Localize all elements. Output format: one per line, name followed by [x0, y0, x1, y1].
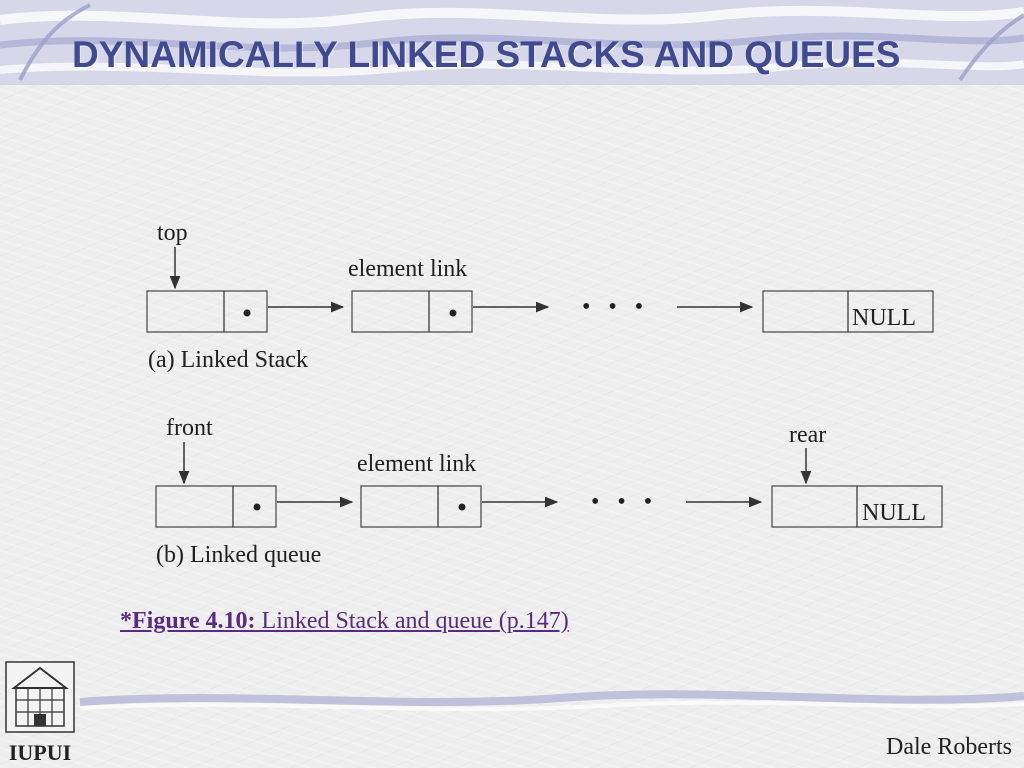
slide-title: DYNAMICALLY LINKED STACKS AND QUEUES — [72, 34, 901, 75]
stack-node-1-link-field — [223, 290, 268, 333]
stack-node-2-link-dot — [449, 309, 457, 317]
stack-node-last-link-field — [847, 290, 934, 333]
stack-null-label: NULL — [852, 305, 916, 331]
queue-caption: (b) Linked queue — [156, 542, 322, 568]
stack-caption: (a) Linked Stack — [148, 347, 308, 373]
queue-node-last-link-field — [856, 485, 943, 528]
queue-node-last — [771, 485, 943, 528]
stack-node-1-link-dot — [243, 309, 251, 317]
queue-node-2-element-field — [360, 485, 439, 528]
queue-node-2-link-field — [437, 485, 482, 528]
stack-node-last — [762, 290, 934, 333]
stack-node-1-element-field — [146, 290, 225, 333]
queue-node-1-link-field — [232, 485, 277, 528]
figure-caption: *Figure 4.10: Linked Stack and queue (p.… — [120, 609, 569, 633]
linked-queue-diagram — [155, 442, 943, 528]
iupui-logo: IUPUI — [5, 661, 75, 764]
stack-ellipsis: • • • — [582, 294, 650, 320]
queue-node-2-link-dot — [458, 503, 466, 511]
stack-field-label: element link — [348, 256, 468, 282]
queue-node-last-element-field — [771, 485, 858, 528]
footer-swirl-decoration — [79, 690, 1024, 712]
queue-rear-label: rear — [789, 422, 827, 448]
queue-field-label: element link — [357, 451, 477, 477]
queue-ellipsis: • • • — [591, 489, 659, 515]
figure-caption-text: Linked Stack and queue (p.147) — [255, 608, 569, 634]
stack-node-2-element-field — [351, 290, 430, 333]
queue-null-label: NULL — [862, 500, 926, 526]
queue-node-1-element-field — [155, 485, 234, 528]
queue-node-1-link-dot — [253, 503, 261, 511]
figure-caption-prefix: *Figure 4.10: — [120, 608, 256, 634]
stack-top-label: top — [157, 220, 188, 246]
stack-node-1 — [146, 290, 268, 333]
header-swirl-decoration — [0, 0, 1024, 85]
queue-front-label: front — [166, 415, 213, 441]
stack-node-last-element-field — [762, 290, 849, 333]
stack-node-2-link-field — [428, 290, 473, 333]
iupui-logo-text: IUPUI — [9, 740, 71, 764]
queue-node-2 — [360, 485, 482, 528]
stack-node-2 — [351, 290, 473, 333]
queue-node-1 — [155, 485, 277, 528]
linked-stack-diagram — [146, 247, 934, 333]
author-name: Dale Roberts — [886, 734, 1012, 760]
